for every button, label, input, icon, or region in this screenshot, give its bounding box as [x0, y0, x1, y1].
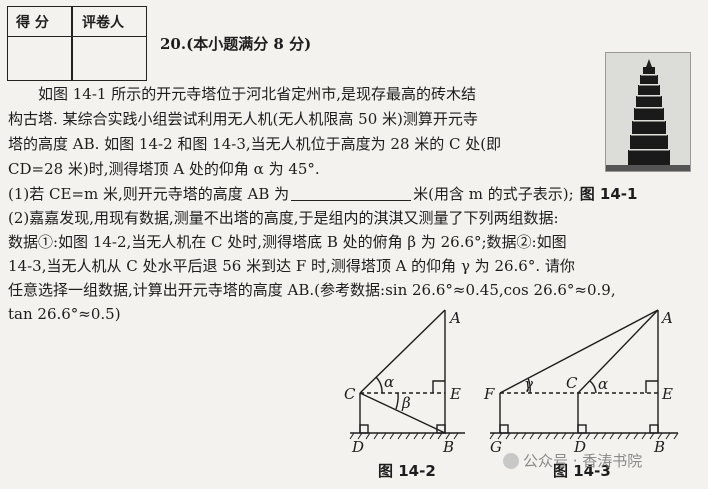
sub-question-2-line-1: (2)嘉嘉发现,用现有数据,测量不出塔的高度,于是组内的淇淇又测量了下列两组数据…	[8, 209, 559, 227]
label-alpha: α	[384, 373, 394, 391]
sub-question-2-line-3: 14-3,当无人机从 C 处水平后退 56 米到达 F 时,测得塔顶 A 的仰角…	[8, 257, 575, 275]
score-label: 得 分	[16, 15, 49, 31]
label-E: E	[449, 385, 461, 403]
stem-line-3: 塔的高度 AB. 如图 14-2 和图 14-3,当无人机位于高度为 28 米的…	[8, 135, 502, 153]
stem-line-4: CD=28 米)时,测得塔顶 A 处的仰角 α 为 45°.	[8, 160, 320, 178]
label-F: F	[483, 385, 495, 403]
figure-14-3-caption: 图 14-3	[553, 462, 611, 480]
label-C: C	[344, 385, 356, 403]
label-B: B	[653, 438, 665, 456]
score-table: 得 分 评卷人	[7, 6, 147, 81]
score-table-header	[8, 7, 146, 37]
label-gamma: γ	[524, 375, 533, 393]
answer-blank[interactable]	[291, 186, 412, 201]
label-beta: β	[401, 394, 411, 412]
sub-question-2-line-2: 数据①:如图 14-2,当无人机在 C 处时,测得塔底 B 处的俯角 β 为 2…	[8, 233, 567, 251]
tower-photo	[605, 52, 691, 172]
pagoda-image	[606, 53, 690, 171]
figure-14-3: A F C E G D B γ α	[483, 309, 679, 456]
sub-question-2-line-4: 任意选择一组数据,计算出开元寺塔的高度 AB.(参考数据:sin 26.6°≈0…	[8, 281, 616, 299]
question-stem: 如图 14-1 所示的开元寺塔位于河北省定州市,是现存最高的砖木结 构古塔. 某…	[8, 82, 593, 182]
photo-caption: 图 14-1	[579, 185, 638, 203]
watermark: 公众号 · 香涛书院	[503, 450, 642, 471]
label-C: C	[566, 374, 578, 392]
stem-line-2: 构古塔. 某综合实践小组尝试利用无人机(无人机限高 50 米)测算开元寺	[8, 110, 478, 128]
figure-14-2-caption: 图 14-2	[378, 462, 436, 480]
wechat-icon	[503, 453, 519, 469]
label-A: A	[448, 309, 461, 327]
question-header: 20.(本小题满分 8 分)	[160, 35, 312, 53]
label-B: B	[442, 438, 454, 456]
sub-question-1: (1)若 CE=m 米,则开元寺塔的高度 AB 为米(用含 m 的式子表示);图…	[8, 185, 638, 203]
sub-questions: (1)若 CE=m 米,则开元寺塔的高度 AB 为米(用含 m 的式子表示);图…	[8, 182, 702, 326]
stem-line-1: 如图 14-1 所示的开元寺塔位于河北省定州市,是现存最高的砖木结	[38, 85, 477, 103]
label-G: G	[490, 438, 502, 456]
figure-14-2: A C E D B α β	[344, 309, 465, 456]
label-D: D	[351, 438, 364, 456]
label-E: E	[661, 385, 673, 403]
label-A: A	[660, 309, 673, 327]
grader-label: 评卷人	[82, 15, 124, 31]
label-D: D	[573, 438, 586, 456]
label-alpha: α	[598, 375, 608, 393]
sub-question-2-line-5: tan 26.6°≈0.5)	[8, 305, 121, 323]
